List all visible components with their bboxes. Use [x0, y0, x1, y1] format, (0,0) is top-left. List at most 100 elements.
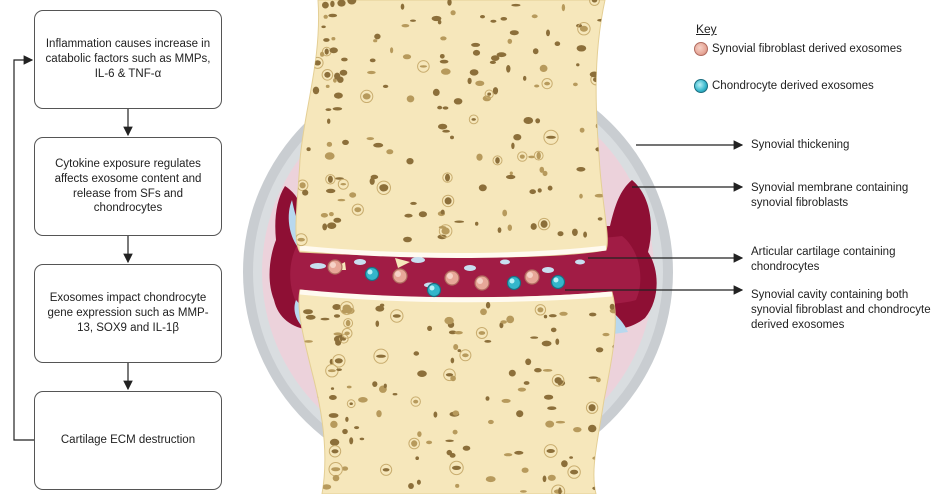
- bone-pore: [490, 61, 496, 64]
- bone-pore: [576, 167, 585, 172]
- bone-pore-ring: [296, 82, 308, 94]
- bone-pore: [509, 370, 516, 377]
- bone-pore: [328, 369, 336, 372]
- bone-pore: [555, 339, 559, 345]
- bone-pore: [329, 395, 337, 400]
- bone-pore: [411, 440, 417, 446]
- label-synovial-membrane: Synovial membrane containing synovial fi…: [751, 181, 941, 211]
- bone-pore: [414, 351, 420, 355]
- bone-pore: [327, 142, 332, 147]
- bone-pore: [451, 10, 456, 15]
- bone-pore: [603, 333, 610, 336]
- bone-pore: [334, 73, 340, 80]
- bone-pore: [310, 472, 318, 475]
- bone-pore: [417, 370, 427, 377]
- chondrocyte-exosome: [366, 268, 379, 281]
- bone-pore: [376, 321, 380, 327]
- bone-pore: [338, 199, 346, 201]
- bone-pore: [370, 59, 376, 63]
- bone-pore: [508, 225, 512, 231]
- bone-pore: [475, 81, 484, 86]
- bone-pore: [332, 449, 339, 453]
- bone-pore: [473, 50, 480, 56]
- sf-exosome: [328, 260, 342, 274]
- bone-pore: [350, 402, 353, 405]
- bone-pore: [544, 315, 547, 319]
- bone-pore: [510, 30, 519, 35]
- bone-pore: [410, 202, 417, 205]
- bone-pore: [342, 429, 348, 434]
- bone-pore: [320, 52, 324, 57]
- bone-pore: [540, 65, 548, 72]
- bone-pore: [410, 20, 416, 22]
- label-synovial-thickening: Synovial thickening: [751, 138, 849, 153]
- bone-pore: [331, 37, 335, 40]
- bone-pore: [373, 143, 383, 148]
- chondrocyte-exosome-icon: [694, 79, 708, 93]
- bone-pore: [325, 49, 329, 55]
- bone-pore: [372, 381, 377, 387]
- bone-pore: [426, 441, 432, 445]
- bone-pore: [610, 304, 615, 310]
- key-label-chondrocyte: Chondrocyte derived exosomes: [712, 80, 874, 92]
- bone-pore: [453, 344, 458, 350]
- bone-pore: [333, 475, 340, 481]
- bone-pore: [455, 484, 459, 488]
- bone-pore: [502, 399, 511, 403]
- bone-pore: [404, 214, 412, 218]
- bone-pore: [445, 197, 452, 204]
- bone-pore: [520, 490, 527, 493]
- bone-pore: [561, 460, 568, 467]
- bone-pore: [476, 154, 482, 161]
- bone-pore: [329, 212, 334, 216]
- bone-pore: [306, 48, 311, 55]
- bone-pore: [349, 437, 353, 444]
- bone-pore: [297, 118, 303, 120]
- bone-pore: [592, 456, 600, 460]
- bone-pore: [454, 221, 464, 223]
- bone-pore: [438, 124, 447, 130]
- bone-pore: [420, 65, 427, 67]
- bone-pore: [419, 211, 427, 217]
- bone-pore: [367, 137, 374, 140]
- flow-arrows: [14, 60, 128, 440]
- bone-pore: [524, 381, 530, 385]
- bone-pore: [486, 302, 490, 309]
- bone-pore: [529, 189, 536, 194]
- bone-pore: [598, 217, 603, 220]
- bone-pore: [538, 188, 542, 192]
- sf-exosome-icon: [694, 42, 708, 56]
- bone-pore: [546, 30, 550, 37]
- bone-pore: [335, 340, 341, 346]
- bone-pore: [322, 223, 327, 230]
- bone-pore: [541, 220, 548, 228]
- bone-pore: [493, 87, 498, 94]
- bone-pore: [506, 65, 510, 73]
- bone-pore: [486, 396, 490, 401]
- bone-pore: [516, 410, 523, 417]
- bone-pore: [559, 312, 567, 316]
- bone-pore: [530, 336, 538, 338]
- bone-pore: [486, 476, 496, 482]
- bone-pore: [335, 358, 343, 363]
- bone-pore: [572, 229, 578, 236]
- bone-pore: [544, 395, 553, 400]
- bone-pore: [543, 476, 547, 483]
- bone-pore: [344, 332, 349, 336]
- bone-pore: [300, 182, 306, 188]
- sf-exosome: [525, 270, 539, 284]
- bone-pore: [609, 437, 617, 441]
- bone-pore: [600, 42, 604, 44]
- bone-pore: [549, 314, 557, 317]
- bone-pore: [576, 63, 579, 66]
- bone-pore: [479, 184, 487, 191]
- key-item-chondrocyte: Chondrocyte derived exosomes: [694, 79, 874, 93]
- bone-pore: [506, 175, 515, 179]
- bone-pore: [363, 93, 371, 99]
- bone-pore: [407, 95, 415, 102]
- sf-exosome: [393, 269, 407, 283]
- bone-pore: [453, 430, 458, 435]
- bone-pore: [295, 416, 302, 420]
- bone-pore: [301, 459, 306, 465]
- bone-pore: [558, 231, 564, 236]
